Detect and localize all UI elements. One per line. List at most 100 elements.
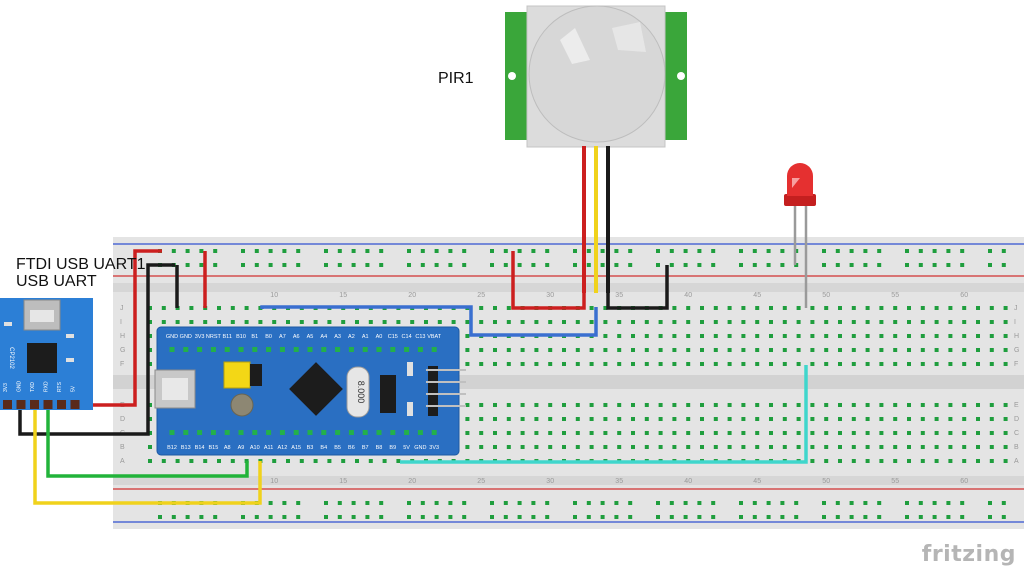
- rail-hole[interactable]: [863, 263, 868, 267]
- terminal-hole[interactable]: [948, 417, 953, 421]
- terminal-hole[interactable]: [976, 445, 980, 449]
- terminal-hole[interactable]: [879, 431, 884, 435]
- terminal-hole[interactable]: [313, 459, 318, 463]
- terminal-hole[interactable]: [368, 459, 373, 463]
- terminal-hole[interactable]: [976, 403, 980, 407]
- terminal-hole[interactable]: [934, 445, 939, 449]
- rail-hole[interactable]: [697, 249, 702, 253]
- terminal-hole[interactable]: [148, 348, 152, 352]
- rail-hole[interactable]: [656, 515, 660, 519]
- rail-hole[interactable]: [365, 249, 370, 253]
- terminal-hole[interactable]: [520, 445, 525, 449]
- rail-hole[interactable]: [600, 249, 605, 253]
- rail-hole[interactable]: [282, 501, 287, 505]
- terminal-hole[interactable]: [631, 403, 635, 407]
- terminal-hole[interactable]: [769, 403, 773, 407]
- rail-hole[interactable]: [739, 515, 743, 519]
- terminal-hole[interactable]: [838, 459, 842, 463]
- rail-hole[interactable]: [199, 515, 204, 519]
- rail-hole[interactable]: [462, 249, 467, 253]
- rail-hole[interactable]: [448, 249, 453, 253]
- rail-hole[interactable]: [434, 515, 439, 519]
- terminal-hole[interactable]: [727, 362, 732, 366]
- terminal-hole[interactable]: [617, 334, 622, 338]
- terminal-hole[interactable]: [948, 403, 953, 407]
- terminal-hole[interactable]: [769, 334, 773, 338]
- rail-hole[interactable]: [752, 515, 757, 519]
- terminal-hole[interactable]: [879, 362, 884, 366]
- rail-hole[interactable]: [918, 515, 923, 519]
- terminal-hole[interactable]: [893, 348, 898, 352]
- rail-hole[interactable]: [268, 263, 273, 267]
- terminal-hole[interactable]: [465, 362, 470, 366]
- terminal-hole[interactable]: [934, 459, 939, 463]
- rail-hole[interactable]: [905, 263, 909, 267]
- terminal-hole[interactable]: [920, 445, 925, 449]
- ftdi-pin[interactable]: [30, 400, 39, 409]
- rail-hole[interactable]: [683, 501, 688, 505]
- rail-hole[interactable]: [462, 515, 467, 519]
- rail-hole[interactable]: [614, 501, 619, 505]
- bluepill-pin[interactable]: [224, 347, 230, 352]
- terminal-hole[interactable]: [824, 417, 829, 421]
- terminal-hole[interactable]: [479, 445, 484, 449]
- rail-hole[interactable]: [946, 263, 951, 267]
- rail-hole[interactable]: [988, 263, 992, 267]
- terminal-hole[interactable]: [368, 320, 373, 324]
- rail-hole[interactable]: [932, 501, 937, 505]
- rail-hole[interactable]: [683, 263, 688, 267]
- rail-hole[interactable]: [503, 515, 508, 519]
- terminal-hole[interactable]: [907, 459, 911, 463]
- terminal-hole[interactable]: [631, 417, 635, 421]
- rail-hole[interactable]: [960, 515, 965, 519]
- terminal-hole[interactable]: [976, 306, 980, 310]
- bluepill-pin[interactable]: [404, 347, 410, 352]
- terminal-hole[interactable]: [989, 445, 994, 449]
- terminal-hole[interactable]: [575, 417, 580, 421]
- terminal-hole[interactable]: [700, 403, 704, 407]
- terminal-hole[interactable]: [810, 403, 815, 407]
- rail-hole[interactable]: [905, 249, 909, 253]
- rail-hole[interactable]: [835, 249, 840, 253]
- terminal-hole[interactable]: [424, 320, 428, 324]
- terminal-hole[interactable]: [769, 417, 773, 421]
- terminal-hole[interactable]: [976, 459, 980, 463]
- rail-hole[interactable]: [268, 501, 273, 505]
- rail-hole[interactable]: [946, 515, 951, 519]
- terminal-hole[interactable]: [851, 306, 856, 310]
- terminal-hole[interactable]: [603, 431, 608, 435]
- terminal-hole[interactable]: [520, 320, 525, 324]
- rail-hole[interactable]: [241, 249, 245, 253]
- terminal-hole[interactable]: [548, 348, 553, 352]
- rail-hole[interactable]: [448, 263, 453, 267]
- terminal-hole[interactable]: [327, 459, 332, 463]
- terminal-hole[interactable]: [810, 320, 815, 324]
- terminal-hole[interactable]: [810, 334, 815, 338]
- terminal-hole[interactable]: [989, 306, 994, 310]
- terminal-hole[interactable]: [230, 459, 235, 463]
- terminal-hole[interactable]: [893, 403, 898, 407]
- terminal-hole[interactable]: [175, 320, 180, 324]
- rail-hole[interactable]: [656, 501, 660, 505]
- terminal-hole[interactable]: [948, 334, 953, 338]
- terminal-hole[interactable]: [451, 320, 456, 324]
- terminal-hole[interactable]: [796, 362, 801, 366]
- terminal-hole[interactable]: [244, 306, 249, 310]
- terminal-hole[interactable]: [217, 306, 221, 310]
- terminal-hole[interactable]: [989, 459, 994, 463]
- terminal-hole[interactable]: [658, 431, 663, 435]
- terminal-hole[interactable]: [700, 445, 704, 449]
- terminal-hole[interactable]: [686, 445, 691, 449]
- terminal-hole[interactable]: [161, 320, 166, 324]
- rail-hole[interactable]: [794, 515, 799, 519]
- terminal-hole[interactable]: [824, 362, 829, 366]
- rail-hole[interactable]: [213, 515, 218, 519]
- rail-hole[interactable]: [379, 249, 384, 253]
- rail-hole[interactable]: [586, 249, 591, 253]
- terminal-hole[interactable]: [962, 459, 967, 463]
- terminal-hole[interactable]: [741, 306, 746, 310]
- rail-hole[interactable]: [490, 249, 494, 253]
- rail-hole[interactable]: [835, 501, 840, 505]
- terminal-hole[interactable]: [741, 403, 746, 407]
- terminal-hole[interactable]: [782, 403, 787, 407]
